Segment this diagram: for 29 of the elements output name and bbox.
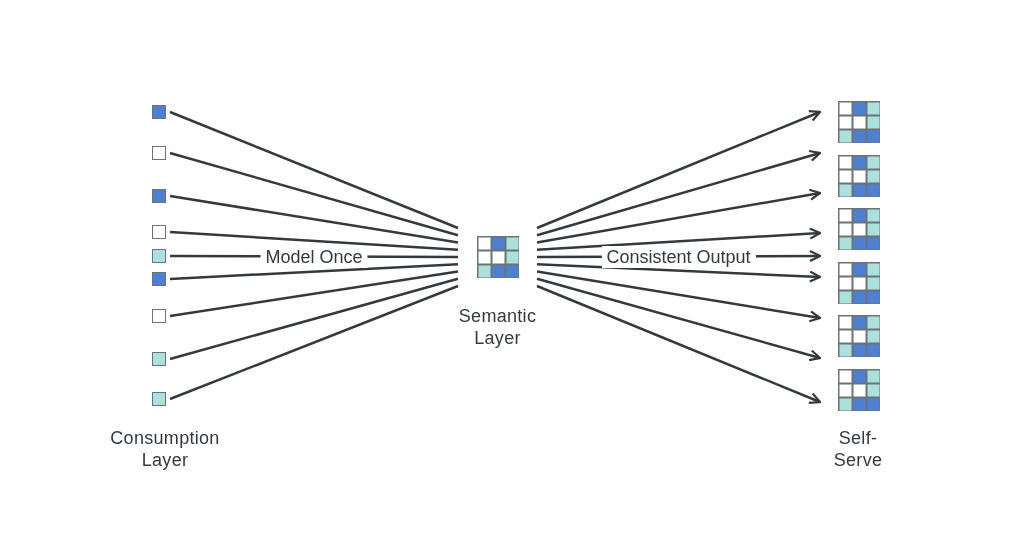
- connector-line: [169, 230, 459, 251]
- arrow: [536, 227, 822, 251]
- connector-line: [169, 277, 459, 361]
- layer-label: Self-Serve: [832, 427, 884, 471]
- connector-line: [169, 270, 459, 318]
- connector-line: [169, 151, 459, 237]
- data-square: [152, 272, 166, 286]
- edge-label: Consistent Output: [601, 245, 756, 268]
- arrow: [536, 277, 822, 362]
- layer-label: Semantic Layer: [457, 305, 538, 349]
- connector-line: [169, 284, 459, 401]
- arrow: [536, 149, 822, 237]
- connector-line: [169, 263, 459, 281]
- data-square: [152, 309, 166, 323]
- data-square: [152, 392, 166, 406]
- data-square: [152, 105, 166, 119]
- data-square: [152, 146, 166, 160]
- data-square: [152, 189, 166, 203]
- connector-line: [169, 194, 459, 244]
- arrow: [536, 110, 822, 230]
- layer-label: Consumption Layer: [109, 427, 221, 471]
- data-square: [152, 249, 166, 263]
- arrow: [536, 284, 822, 404]
- arrow: [536, 188, 822, 244]
- data-square: [152, 352, 166, 366]
- data-square: [152, 225, 166, 239]
- connector-line: [169, 110, 459, 230]
- arrow: [536, 263, 822, 283]
- arrow: [536, 270, 822, 323]
